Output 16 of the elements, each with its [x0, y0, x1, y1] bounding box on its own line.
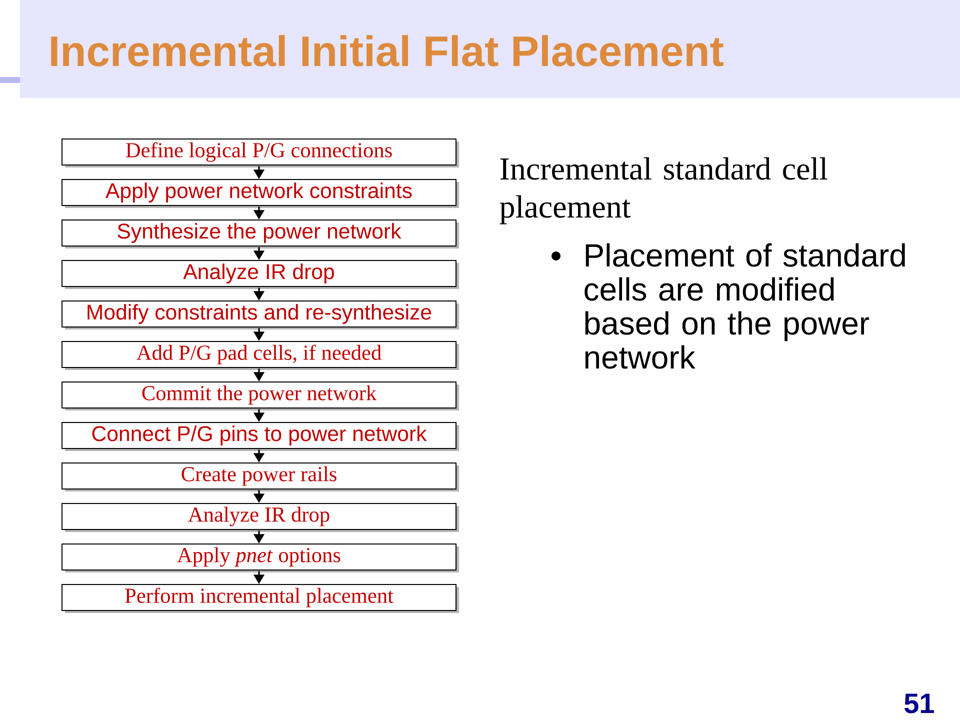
slide-title: Incremental Initial Flat Placement	[51, 35, 724, 66]
process-box: Apply power network constraints	[62, 179, 459, 208]
process-box: Analyze IR drop	[62, 503, 459, 532]
process-box: Create power rails	[62, 462, 459, 492]
process-box: Modify constraints and re-synthesize	[62, 300, 459, 330]
process-box: Commit the power network	[62, 382, 459, 410]
process-box: Analyze IR drop	[62, 260, 459, 289]
page-number: 51	[904, 694, 934, 714]
process-box: Define logical P/G connections	[62, 138, 459, 168]
process-box: Add P/G pad cells, if needed	[62, 341, 459, 370]
bullet-text: Placement of standard cells are modified based on the power network	[584, 243, 905, 369]
process-box: Perform incremental placement	[62, 584, 459, 613]
process-box: Synthesize the power network	[62, 220, 459, 248]
process-box: Connect P/G pins to power network	[62, 422, 459, 451]
body-text: Incremental standard cell placement	[500, 157, 828, 224]
process-box: Apply pnet options	[62, 544, 459, 572]
